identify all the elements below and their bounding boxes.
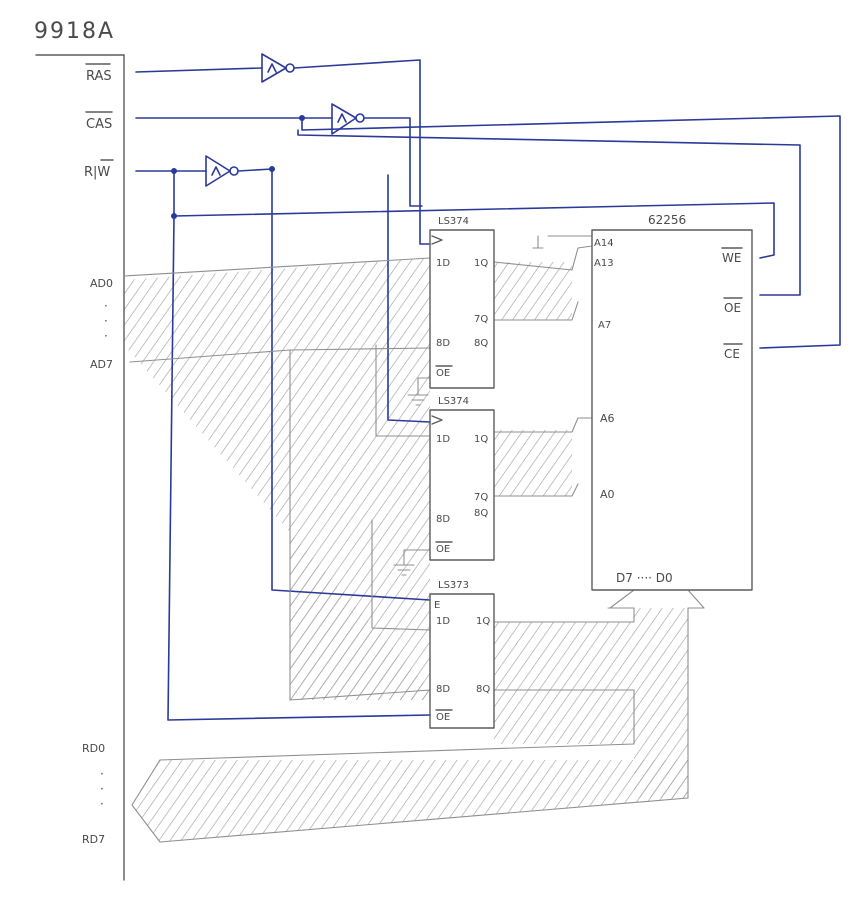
latch2-chip: LS374 1D 8D 1Q 7Q 8Q OE bbox=[429, 396, 495, 561]
latch2-pin-1q: 1Q bbox=[474, 434, 488, 445]
buffer-pin-1d: 1D bbox=[436, 616, 450, 627]
bus-hatching bbox=[124, 258, 688, 842]
latch1-pin-8q: 8Q bbox=[474, 338, 488, 349]
buffer-name: LS373 bbox=[438, 580, 469, 591]
buffer-pin-8d: 8D bbox=[436, 684, 450, 695]
sram-pin-a13: A13 bbox=[594, 258, 614, 269]
buffer-pin-1q: 1Q bbox=[476, 616, 490, 627]
sram-pin-a0: A0 bbox=[600, 488, 615, 501]
rd7-label: RD7 bbox=[82, 833, 105, 846]
latch1-chip: LS374 1D 8D 1Q 7Q 8Q OE bbox=[429, 216, 495, 389]
sram-pin-ce: CE bbox=[724, 347, 740, 361]
vdp-chip bbox=[35, 54, 125, 881]
latch2-pin-8d: 8D bbox=[436, 514, 450, 525]
latch2-pin-8q: 8Q bbox=[474, 508, 488, 519]
latch1-pin-8d: 8D bbox=[436, 338, 450, 349]
sram-pin-a14: A14 bbox=[594, 238, 614, 249]
latch2-pin-oe: OE bbox=[436, 544, 450, 555]
sram-name: 62256 bbox=[648, 213, 686, 227]
latch2-pin-7q: 7Q bbox=[474, 492, 488, 503]
sram-pin-oe: OE bbox=[724, 301, 741, 315]
data-wiring bbox=[123, 235, 705, 843]
latch1-pin-1d: 1D bbox=[436, 258, 450, 269]
rd-ellipsis-3: · bbox=[100, 797, 104, 811]
rw-inverter bbox=[205, 155, 239, 187]
latch1-pin-7q: 7Q bbox=[474, 314, 488, 325]
ad0-label: AD0 bbox=[90, 277, 113, 290]
ad7-label: AD7 bbox=[90, 358, 113, 371]
cas-label: CAS bbox=[86, 117, 112, 132]
latch2-name: LS374 bbox=[438, 396, 469, 407]
sram-pin-a7: A7 bbox=[598, 320, 611, 331]
latch1-pin-oe: OE bbox=[436, 368, 450, 379]
sram-pin-a6: A6 bbox=[600, 412, 615, 425]
rd-ellipsis-1: · bbox=[100, 767, 104, 781]
control-wiring bbox=[135, 59, 841, 721]
rd-ellipsis-2: · bbox=[100, 782, 104, 796]
buffer-pin-8q: 8Q bbox=[476, 684, 490, 695]
sram-pin-we: WE bbox=[722, 251, 741, 265]
sram-pin-data: D7 ···· D0 bbox=[616, 571, 673, 585]
buffer-pin-oe: OE bbox=[436, 712, 450, 723]
vdp-pin-labels: RAS CAS R|W AD0 · · · AD7 RD0 · · · RD7 bbox=[82, 63, 114, 846]
ras-inverter bbox=[261, 53, 295, 83]
sram-chip: 62256 A14 A13 A7 A6 A0 WE OE CE D7 ···· … bbox=[591, 213, 753, 591]
schematic-title: 9918A bbox=[34, 19, 115, 44]
ad-ellipsis-1: · bbox=[104, 299, 108, 313]
buffer-chip: LS373 E 1D 8D 1Q 8Q OE bbox=[429, 580, 495, 729]
latch2-pin-1d: 1D bbox=[436, 434, 450, 445]
buffer-pin-e: E bbox=[434, 600, 440, 611]
latch1-pin-1q: 1Q bbox=[474, 258, 488, 269]
rw-label: R|W bbox=[84, 165, 110, 180]
latch1-name: LS374 bbox=[438, 216, 469, 227]
rd0-label: RD0 bbox=[82, 742, 105, 755]
ad-ellipsis-3: · bbox=[104, 329, 108, 343]
ad-ellipsis-2: · bbox=[104, 314, 108, 328]
ras-label: RAS bbox=[86, 69, 112, 84]
